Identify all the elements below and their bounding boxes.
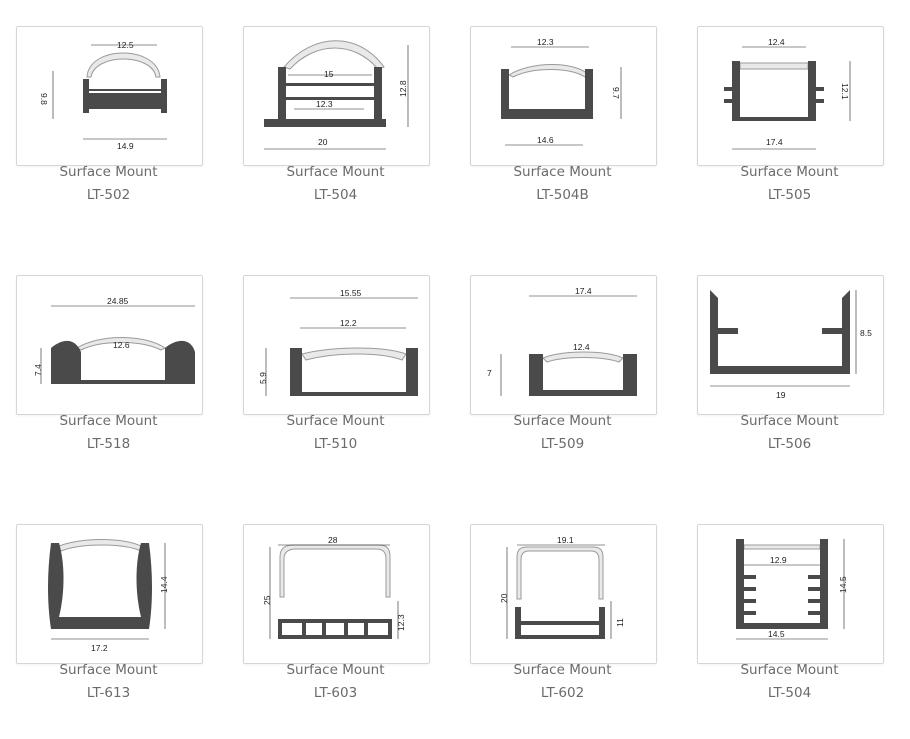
product-model: LT-504 xyxy=(313,187,358,203)
product-image-lt-509[interactable]: 17.4 12.4 7 xyxy=(470,275,657,415)
product-card-lt-504[interactable]: 15 12.3 12.8 20 Surface Mount LT-504 xyxy=(227,0,454,238)
svg-text:7: 7 xyxy=(487,368,492,378)
product-image-lt-518[interactable]: 24.85 12.6 7.4 xyxy=(16,275,203,415)
product-model: LT-518 xyxy=(86,436,131,452)
svg-text:17.4: 17.4 xyxy=(766,137,783,147)
svg-text:12.6: 12.6 xyxy=(113,340,130,350)
svg-text:11: 11 xyxy=(615,618,625,627)
product-model: LT-603 xyxy=(313,685,358,701)
svg-text:7.4: 7.4 xyxy=(33,364,43,376)
product-type: Surface Mount xyxy=(513,413,612,429)
product-image-lt-504-b[interactable]: 12.9 14.5 14.5 xyxy=(697,524,884,664)
product-image-lt-504b[interactable]: 12.3 9.7 14.6 xyxy=(470,26,657,166)
svg-text:14.6: 14.6 xyxy=(537,135,554,145)
svg-text:15.55: 15.55 xyxy=(340,288,362,298)
svg-text:5.9: 5.9 xyxy=(258,372,268,384)
svg-text:14.9: 14.9 xyxy=(117,141,134,151)
svg-text:12.8: 12.8 xyxy=(398,80,408,97)
svg-text:12.2: 12.2 xyxy=(340,318,357,328)
product-model: LT-506 xyxy=(767,436,812,452)
product-model: LT-509 xyxy=(540,436,585,452)
svg-text:14.5: 14.5 xyxy=(838,576,848,593)
product-type: Surface Mount xyxy=(740,662,839,678)
svg-text:9.7: 9.7 xyxy=(611,87,621,99)
svg-text:12.1: 12.1 xyxy=(840,83,850,100)
product-model: LT-510 xyxy=(313,436,358,452)
product-type: Surface Mount xyxy=(286,662,385,678)
product-image-lt-506[interactable]: 12 8.5 19 xyxy=(697,275,884,415)
product-card-lt-504b[interactable]: 12.3 9.7 14.6 Surface Mount LT-504B xyxy=(454,0,681,238)
product-card-lt-504-b[interactable]: 12.9 14.5 14.5 Surface Mount LT-504 xyxy=(681,498,908,736)
product-model: LT-502 xyxy=(86,187,131,203)
product-type: Surface Mount xyxy=(740,413,839,429)
svg-text:25: 25 xyxy=(262,595,272,605)
product-model: LT-504B xyxy=(536,187,589,203)
product-type: Surface Mount xyxy=(59,413,158,429)
svg-text:12.3: 12.3 xyxy=(396,614,406,631)
product-type: Surface Mount xyxy=(59,662,158,678)
product-card-lt-602[interactable]: 19.1 20 11 Surface Mount LT-602 xyxy=(454,498,681,736)
product-image-lt-510[interactable]: 15.55 12.2 5.9 xyxy=(243,275,430,415)
svg-text:12.3: 12.3 xyxy=(316,99,333,109)
svg-text:12.5: 12.5 xyxy=(117,40,134,50)
svg-text:19: 19 xyxy=(776,390,786,400)
svg-text:12.4: 12.4 xyxy=(573,342,590,352)
svg-text:12.3: 12.3 xyxy=(537,37,554,47)
product-model: LT-504 xyxy=(767,685,812,701)
svg-text:15: 15 xyxy=(324,69,334,79)
product-card-lt-613[interactable]: 14.4 17.2 Surface Mount LT-613 xyxy=(0,498,227,736)
product-type: Surface Mount xyxy=(513,164,612,180)
product-card-lt-510[interactable]: 15.55 12.2 5.9 Surface Mount LT-510 xyxy=(227,249,454,487)
svg-text:14.5: 14.5 xyxy=(768,629,785,639)
svg-text:24.85: 24.85 xyxy=(107,296,129,306)
product-model: LT-505 xyxy=(767,187,812,203)
product-card-lt-603[interactable]: 28 25 12.3 Surface Mount LT-603 xyxy=(227,498,454,736)
product-card-lt-505[interactable]: 12.4 12.1 17.4 Surface Mount LT-505 xyxy=(681,0,908,238)
svg-text:12.4: 12.4 xyxy=(768,37,785,47)
product-type: Surface Mount xyxy=(513,662,612,678)
svg-text:17.2: 17.2 xyxy=(91,643,108,653)
svg-text:14.4: 14.4 xyxy=(159,576,169,593)
svg-text:20: 20 xyxy=(318,137,328,147)
svg-text:28: 28 xyxy=(328,535,338,545)
product-card-lt-509[interactable]: 17.4 12.4 7 Surface Mount LT-509 xyxy=(454,249,681,487)
svg-text:17.4: 17.4 xyxy=(575,286,592,296)
product-model: LT-602 xyxy=(540,685,585,701)
product-image-lt-504[interactable]: 15 12.3 12.8 20 xyxy=(243,26,430,166)
product-image-lt-502[interactable]: 12.5 9.8 14.9 xyxy=(16,26,203,166)
product-image-lt-505[interactable]: 12.4 12.1 17.4 xyxy=(697,26,884,166)
svg-text:20: 20 xyxy=(499,593,509,603)
product-card-lt-506[interactable]: 12 8.5 19 Surface Mount LT-506 xyxy=(681,249,908,487)
product-type: Surface Mount xyxy=(286,413,385,429)
product-type: Surface Mount xyxy=(59,164,158,180)
product-image-lt-603[interactable]: 28 25 12.3 xyxy=(243,524,430,664)
product-card-lt-518[interactable]: 24.85 12.6 7.4 Surface Mount LT-518 xyxy=(0,249,227,487)
svg-text:12: 12 xyxy=(776,352,786,362)
product-image-lt-602[interactable]: 19.1 20 11 xyxy=(470,524,657,664)
product-type: Surface Mount xyxy=(740,164,839,180)
svg-text:12.9: 12.9 xyxy=(770,555,787,565)
product-model: LT-613 xyxy=(86,685,131,701)
svg-text:9.8: 9.8 xyxy=(39,93,49,105)
svg-text:19.1: 19.1 xyxy=(557,535,574,545)
product-type: Surface Mount xyxy=(286,164,385,180)
svg-text:8.5: 8.5 xyxy=(860,328,872,338)
product-card-lt-502[interactable]: 12.5 9.8 14.9 Surface Mount LT-502 xyxy=(0,0,227,238)
product-image-lt-613[interactable]: 14.4 17.2 xyxy=(16,524,203,664)
